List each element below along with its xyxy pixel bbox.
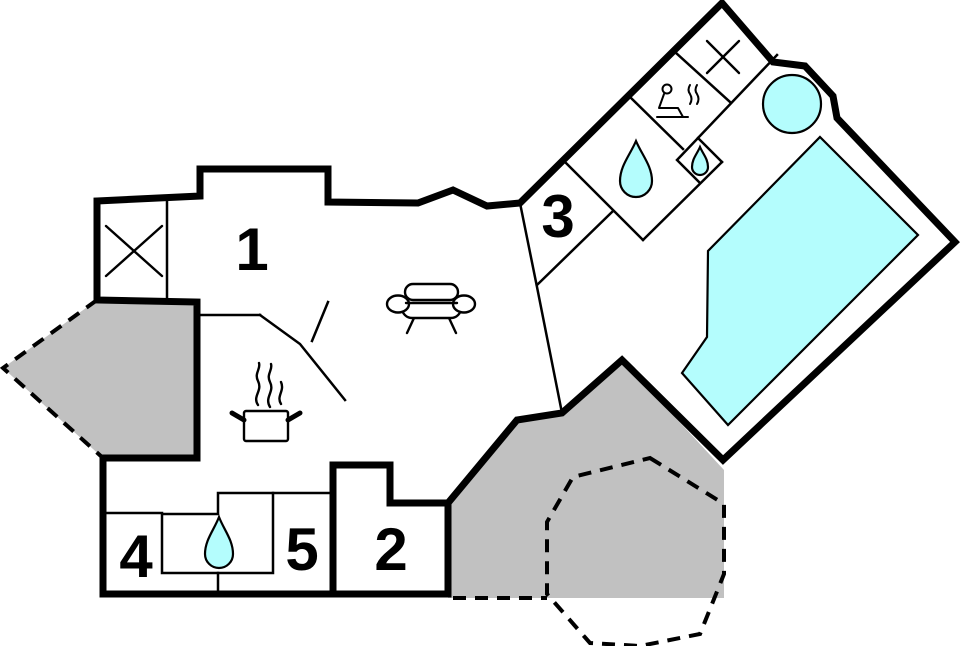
cross-window-left-icon [104, 224, 164, 278]
cross-window-wing-icon [705, 39, 741, 75]
steam-icon [254, 361, 261, 407]
room3-label: 3 [541, 183, 574, 250]
terrace-right [448, 360, 724, 598]
room4-label: 4 [119, 523, 153, 590]
terrace-left-dashed-edge [0, 298, 105, 460]
room2-label: 2 [374, 516, 407, 583]
house-interior [97, 3, 955, 594]
cooking-pot-icon [229, 361, 303, 443]
patio-octagon [545, 455, 726, 646]
hot-tub [761, 73, 823, 135]
pool [680, 135, 920, 427]
couch-icon [385, 282, 477, 335]
water-drop-large-icon [618, 138, 654, 199]
room1-label: 1 [235, 216, 268, 283]
water-drop-bottom-icon [203, 513, 235, 570]
room5-label: 5 [285, 516, 318, 583]
exterior-walls [93, 0, 960, 598]
sauna-icon [656, 83, 700, 118]
terrace-left [3, 300, 197, 458]
room2-walls [329, 461, 452, 598]
interior-walls [101, 50, 779, 596]
water-drop-small-icon [690, 144, 710, 177]
